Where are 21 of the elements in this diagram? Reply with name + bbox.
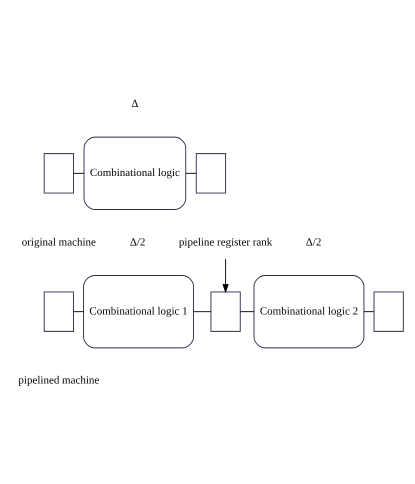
label: pipelined machine xyxy=(18,374,100,386)
node-box xyxy=(196,152,226,193)
node-box: Combinational logic 2 xyxy=(254,274,364,348)
node-box xyxy=(44,152,74,193)
node-box xyxy=(210,291,241,332)
connector xyxy=(73,310,84,312)
label: Δ xyxy=(131,97,138,110)
connector xyxy=(73,172,84,174)
connector xyxy=(193,310,212,312)
node-text: pipeline register rank xyxy=(178,236,272,248)
arrow xyxy=(222,258,229,293)
label: original machine xyxy=(22,236,96,248)
label: Δ/2 xyxy=(306,236,322,248)
connector xyxy=(364,310,374,312)
node-box xyxy=(374,291,404,332)
node-box xyxy=(44,291,74,332)
node-box: Combinational logic xyxy=(84,136,186,210)
label: Δ/2 xyxy=(130,236,146,248)
connector xyxy=(240,310,254,312)
node-box: Combinational logic 1 xyxy=(83,274,194,348)
connector xyxy=(186,172,197,174)
